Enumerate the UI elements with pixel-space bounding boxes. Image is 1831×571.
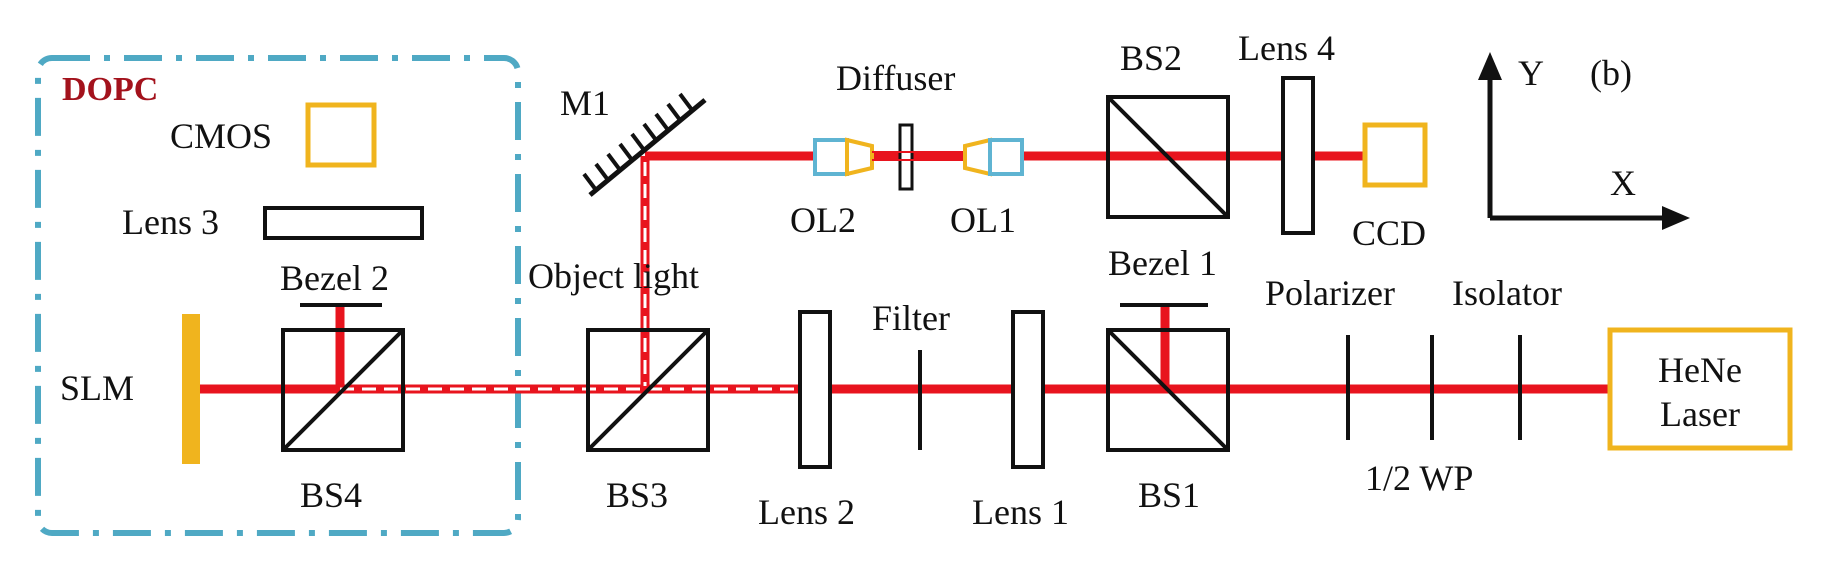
laser-label-line2: Laser xyxy=(1660,394,1740,434)
bs2-label: BS2 xyxy=(1120,38,1182,78)
bs1-label: BS1 xyxy=(1138,475,1200,515)
lens4-label: Lens 4 xyxy=(1238,28,1335,68)
ol1-label: OL1 xyxy=(950,200,1016,240)
cmos-label: CMOS xyxy=(170,116,272,156)
laser-label-line1: HeNe xyxy=(1658,350,1742,390)
bezel2-label: Bezel 2 xyxy=(280,258,389,298)
m1-label: M1 xyxy=(560,83,610,123)
cmos-camera xyxy=(305,102,377,168)
panel-label: (b) xyxy=(1590,53,1632,93)
bs1 xyxy=(1106,328,1230,452)
mirror-m1 xyxy=(582,92,707,197)
axis-y-label: Y xyxy=(1518,53,1544,93)
ccd-camera xyxy=(1362,122,1428,188)
diffuser xyxy=(872,123,965,191)
lens2 xyxy=(798,310,832,469)
diffuser-label: Diffuser xyxy=(836,58,955,98)
axis-x-label: X xyxy=(1610,163,1636,203)
objective-ol1 xyxy=(963,137,1024,177)
filter-label: Filter xyxy=(872,298,950,338)
bs4 xyxy=(281,328,405,452)
bs3 xyxy=(586,328,710,452)
lens1-label: Lens 1 xyxy=(972,492,1069,532)
dopc-title: DOPC xyxy=(62,71,158,108)
isolator-label: Isolator xyxy=(1452,273,1562,313)
objective-ol2 xyxy=(813,137,874,177)
lens2-label: Lens 2 xyxy=(758,492,855,532)
lens1 xyxy=(1011,310,1045,469)
bs4-label: BS4 xyxy=(300,475,362,515)
slm xyxy=(182,314,200,464)
ol2-label: OL2 xyxy=(790,200,856,240)
bs3-label: BS3 xyxy=(606,475,668,515)
coordinate-axes xyxy=(1478,52,1690,230)
slm-label: SLM xyxy=(60,368,134,408)
beam-paths xyxy=(200,151,1610,394)
bs2 xyxy=(1106,95,1230,219)
hene-laser xyxy=(1607,327,1793,451)
dopc-boundary xyxy=(35,55,521,536)
lens4 xyxy=(1281,76,1315,235)
lens3-label: Lens 3 xyxy=(122,202,219,242)
ccd-label: CCD xyxy=(1352,213,1426,253)
object-light-label: Object light xyxy=(528,256,699,296)
half-wp-label: 1/2 WP xyxy=(1365,458,1473,498)
polarizer-label: Polarizer xyxy=(1265,273,1395,313)
lens3 xyxy=(263,206,424,240)
bezel1-label: Bezel 1 xyxy=(1108,243,1217,283)
